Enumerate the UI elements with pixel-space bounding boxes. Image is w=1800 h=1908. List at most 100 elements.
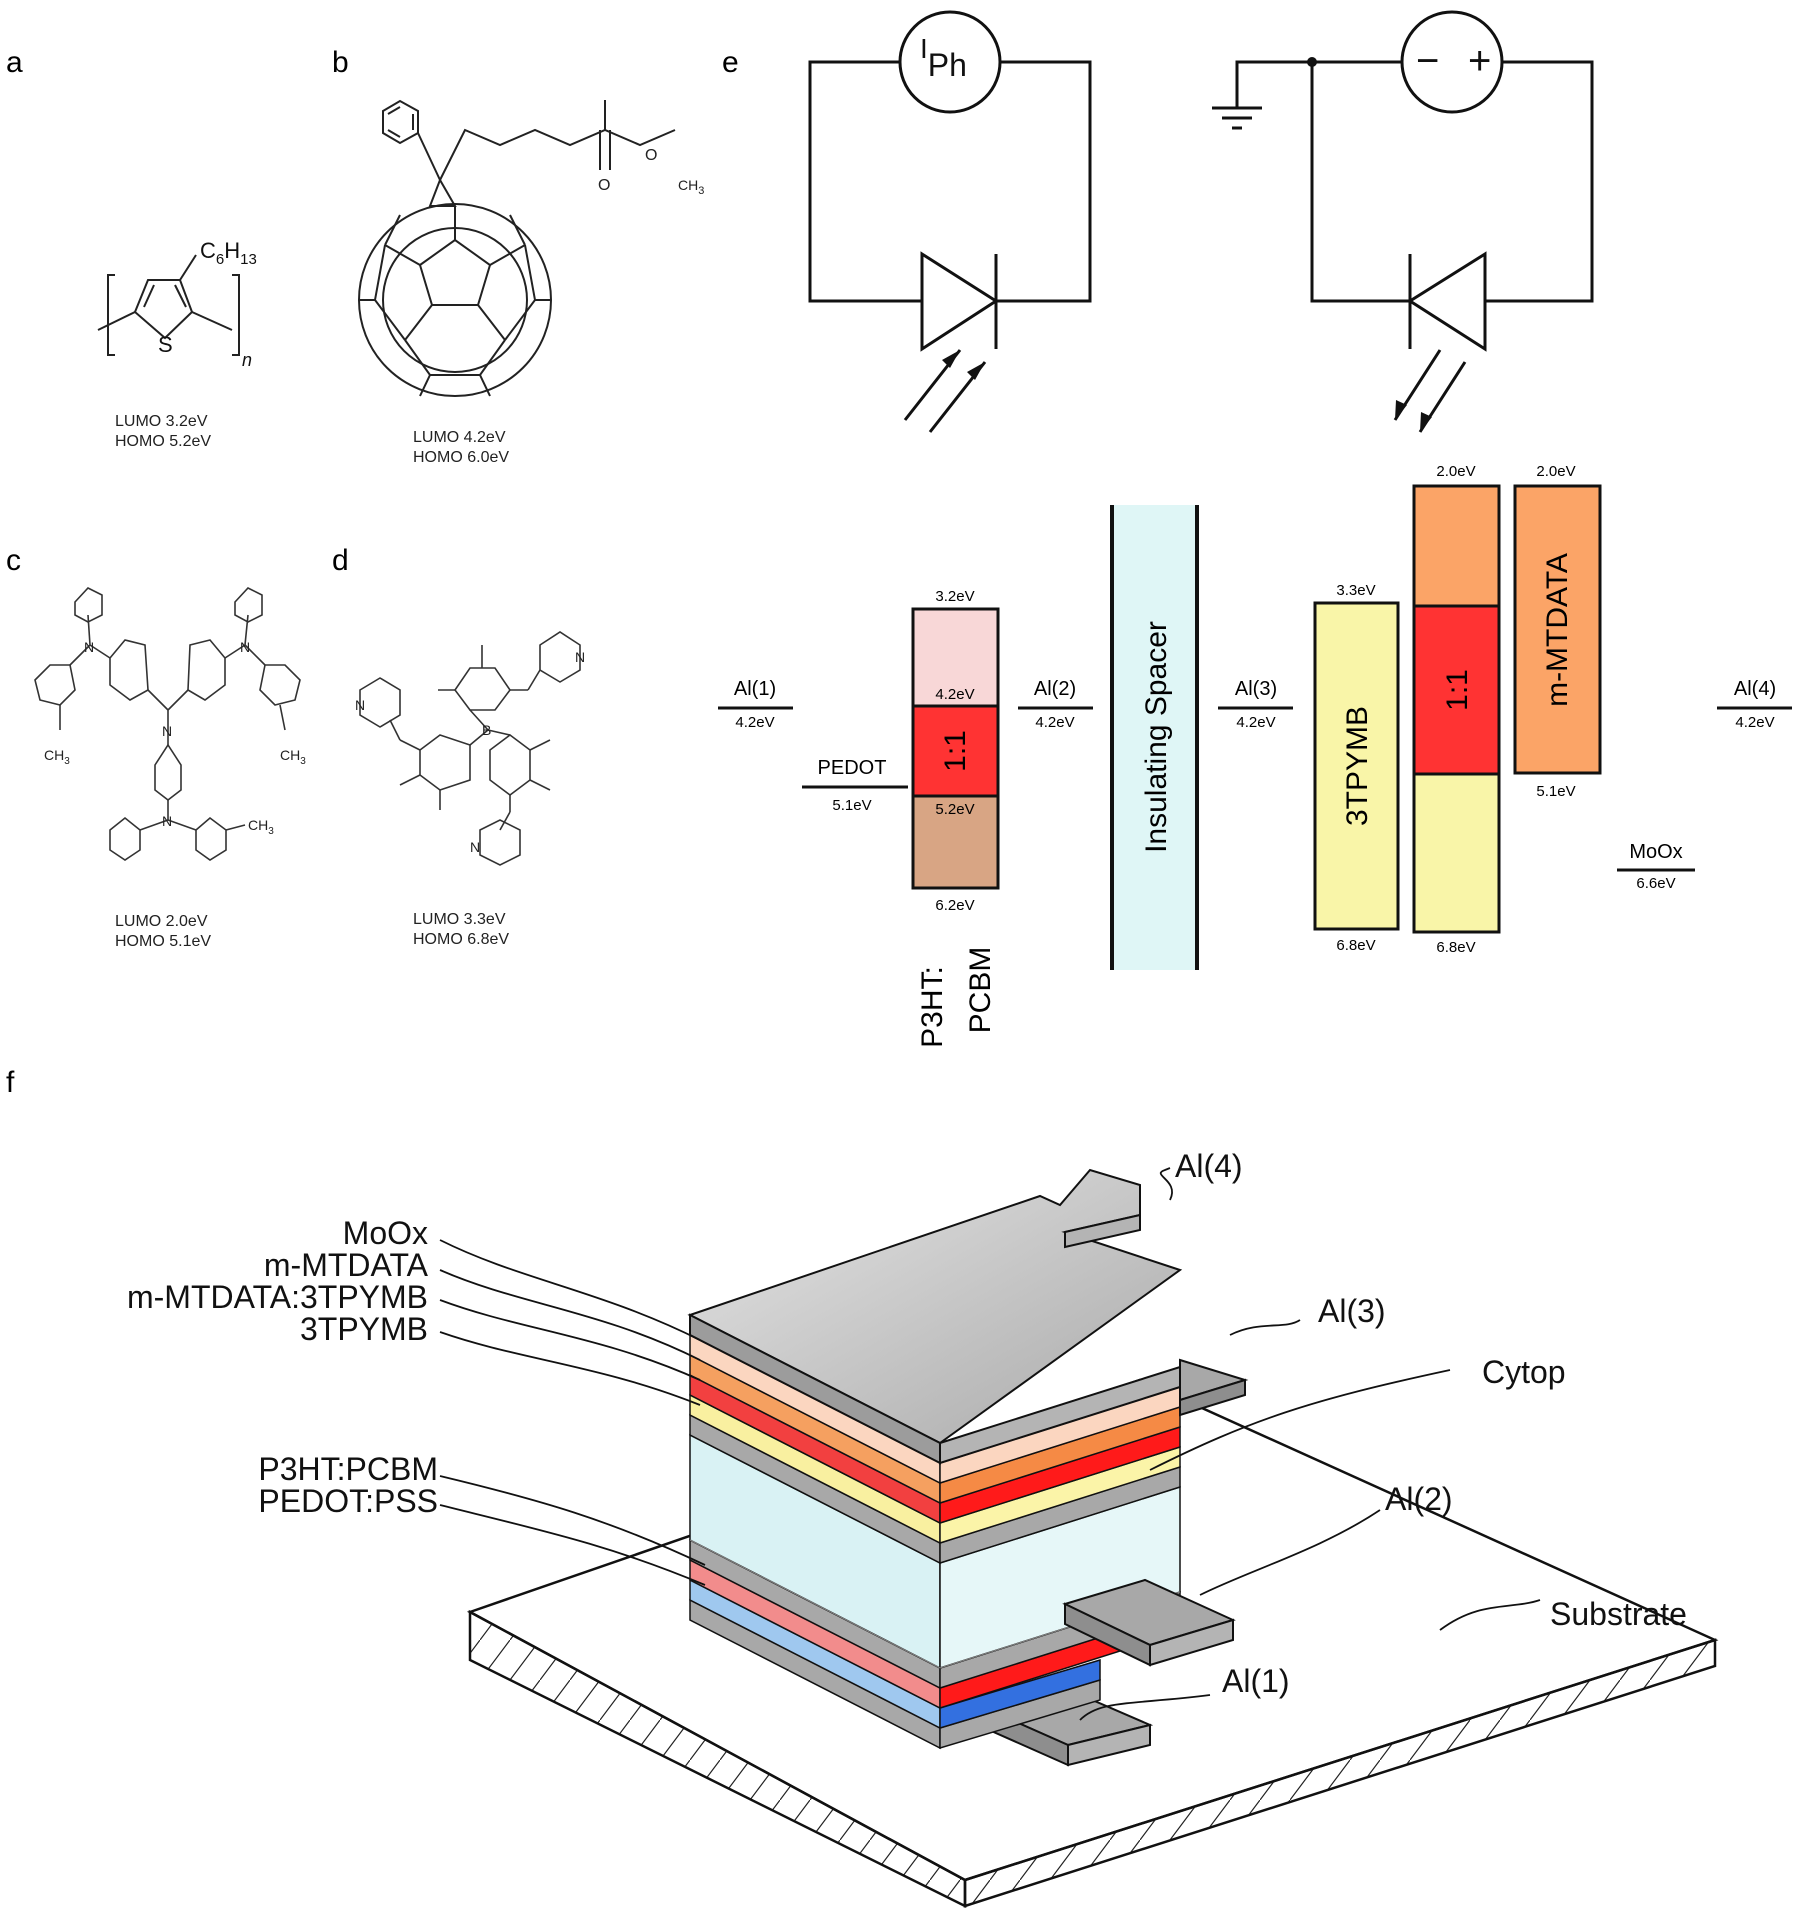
photocurrent-source-label: IPh bbox=[920, 33, 967, 83]
svg-text:5.2eV: 5.2eV bbox=[935, 801, 974, 818]
al4-top-electrode bbox=[687, 1168, 1183, 1465]
label-blend: m-MTDATA:3TPYMB bbox=[127, 1279, 428, 1315]
level-al4: Al(4) 4.2eV bbox=[1717, 678, 1792, 731]
p3ht-lumo: LUMO 3.2eV bbox=[115, 413, 208, 430]
tpymb-b-atom: B bbox=[482, 722, 491, 738]
svg-text:1:1: 1:1 bbox=[1441, 669, 1474, 711]
p3ht-c-atom: C6H13 bbox=[200, 238, 257, 268]
mtdata-n-bottom: N bbox=[162, 813, 172, 829]
svg-text:4.2eV: 4.2eV bbox=[735, 714, 774, 731]
mtdata-structure bbox=[34, 587, 301, 861]
svg-text:3TPYMB: 3TPYMB bbox=[1341, 706, 1374, 826]
label-al3: Al(3) bbox=[1318, 1293, 1386, 1329]
voltage-minus: − bbox=[1416, 39, 1439, 83]
svg-text:Al(1): Al(1) bbox=[734, 678, 776, 700]
svg-text:6.8eV: 6.8eV bbox=[1336, 937, 1375, 954]
pcbm-homo: HOMO 6.0eV bbox=[413, 449, 509, 466]
incoming-light-arrows bbox=[942, 350, 985, 380]
svg-text:P3HT:: P3HT: bbox=[916, 966, 949, 1048]
pcbm-structure bbox=[358, 99, 676, 397]
svg-text:2.0eV: 2.0eV bbox=[1536, 463, 1575, 480]
label-cytop: Cytop bbox=[1482, 1354, 1566, 1390]
label-p3ht-pcbm: P3HT:PCBM bbox=[258, 1451, 438, 1487]
svg-text:4.2eV: 4.2eV bbox=[1236, 714, 1275, 731]
lower-stack bbox=[689, 1538, 1181, 1750]
svg-text:6.6eV: 6.6eV bbox=[1636, 875, 1675, 892]
svg-text:5.1eV: 5.1eV bbox=[1536, 783, 1575, 800]
label-moox: MoOx bbox=[343, 1215, 428, 1251]
p3ht-structure bbox=[97, 254, 240, 356]
svg-text:4.2eV: 4.2eV bbox=[935, 686, 974, 703]
svg-text:1:1: 1:1 bbox=[939, 730, 972, 772]
label-substrate: Substrate bbox=[1550, 1596, 1687, 1632]
mtdata-methyl-bottom: CH3 bbox=[248, 817, 274, 837]
mtdata-lumo: LUMO 2.0eV bbox=[115, 913, 208, 930]
svg-text:Insulating Spacer: Insulating Spacer bbox=[1140, 621, 1173, 853]
emitted-light-arrows bbox=[1395, 400, 1432, 432]
svg-text:MoOx: MoOx bbox=[1629, 841, 1682, 863]
mtdata-methyl-left: CH3 bbox=[44, 747, 70, 767]
tpymb-band: 3.3eV 6.8eV 3TPYMB bbox=[1313, 582, 1400, 954]
mtdata-methyl-right: CH3 bbox=[280, 747, 306, 767]
blend-band: 2.0eV 6.8eV 1:1 bbox=[1412, 463, 1501, 956]
photodiode-circuit bbox=[808, 10, 1092, 433]
al3-pad bbox=[1179, 1358, 1249, 1417]
pcbm-carbonyl-o-atom: O bbox=[598, 177, 610, 194]
circuit-junction bbox=[1307, 57, 1317, 67]
svg-text:6.2eV: 6.2eV bbox=[935, 897, 974, 914]
svg-text:PEDOT: PEDOT bbox=[818, 757, 887, 779]
level-al1: Al(1) 4.2eV bbox=[718, 678, 793, 731]
level-al3: Al(3) 4.2eV bbox=[1218, 678, 1293, 731]
pcbm-methyl: CH3 bbox=[678, 177, 704, 197]
panel-letter-c: c bbox=[6, 544, 21, 577]
mtdata-band: 2.0eV 5.1eV m-MTDATA bbox=[1513, 463, 1602, 800]
p3ht-n-subscript: n bbox=[242, 350, 252, 370]
oled-circuit bbox=[1212, 10, 1594, 433]
label-tpymb: 3TPYMB bbox=[300, 1311, 428, 1347]
svg-text:4.2eV: 4.2eV bbox=[1035, 714, 1074, 731]
label-leaders bbox=[439, 1167, 1541, 1721]
upper-stack bbox=[689, 1333, 1181, 1565]
p3ht-s-atom: S bbox=[158, 332, 173, 357]
pcbm-o-atom: O bbox=[645, 147, 657, 164]
tpymb-n-left: N bbox=[355, 697, 365, 713]
level-al2: Al(2) 4.2eV bbox=[1018, 678, 1093, 731]
svg-text:Al(3): Al(3) bbox=[1235, 678, 1277, 700]
mtdata-n-center: N bbox=[162, 723, 172, 739]
voltage-plus: + bbox=[1468, 39, 1491, 83]
pcbm-lumo: LUMO 4.2eV bbox=[413, 429, 506, 446]
label-al4: Al(4) bbox=[1175, 1148, 1243, 1184]
mtdata-homo: HOMO 5.1eV bbox=[115, 933, 211, 950]
svg-text:6.8eV: 6.8eV bbox=[1436, 939, 1475, 956]
panel-letter-f: f bbox=[6, 1066, 15, 1099]
tpymb-homo: HOMO 6.8eV bbox=[413, 931, 509, 948]
svg-text:PCBM: PCBM bbox=[964, 947, 997, 1034]
svg-text:m-MTDATA: m-MTDATA bbox=[1541, 553, 1574, 707]
level-moox: MoOx 6.6eV bbox=[1617, 841, 1695, 892]
insulating-spacer-band: Insulating Spacer bbox=[1110, 505, 1199, 970]
label-mtdata: m-MTDATA bbox=[264, 1247, 429, 1283]
label-al1: Al(1) bbox=[1222, 1663, 1290, 1699]
svg-text:5.1eV: 5.1eV bbox=[832, 797, 871, 814]
svg-text:Al(4): Al(4) bbox=[1734, 678, 1776, 700]
svg-text:Al(2): Al(2) bbox=[1034, 678, 1076, 700]
tpymb-n-bottom: N bbox=[470, 839, 480, 855]
panel-letter-b: b bbox=[332, 46, 349, 79]
label-al2: Al(2) bbox=[1385, 1481, 1453, 1517]
al2-pad bbox=[1062, 1578, 1236, 1667]
p3ht-homo: HOMO 5.2eV bbox=[115, 433, 211, 450]
panel-letter-d: d bbox=[332, 544, 349, 577]
svg-text:3.3eV: 3.3eV bbox=[1336, 582, 1375, 599]
tpymb-n-upper: N bbox=[575, 649, 585, 665]
panel-letter-e: e bbox=[722, 46, 739, 79]
tpymb-structure bbox=[359, 631, 581, 866]
level-pedot: PEDOT 5.1eV bbox=[802, 757, 908, 814]
tpymb-lumo: LUMO 3.3eV bbox=[413, 911, 506, 928]
mtdata-n-left: N bbox=[84, 639, 94, 655]
panel-letter-a: a bbox=[6, 46, 23, 79]
svg-text:2.0eV: 2.0eV bbox=[1436, 463, 1475, 480]
mtdata-n-right: N bbox=[240, 639, 250, 655]
svg-text:3.2eV: 3.2eV bbox=[935, 588, 974, 605]
label-pedot-pss: PEDOT:PSS bbox=[258, 1483, 438, 1519]
